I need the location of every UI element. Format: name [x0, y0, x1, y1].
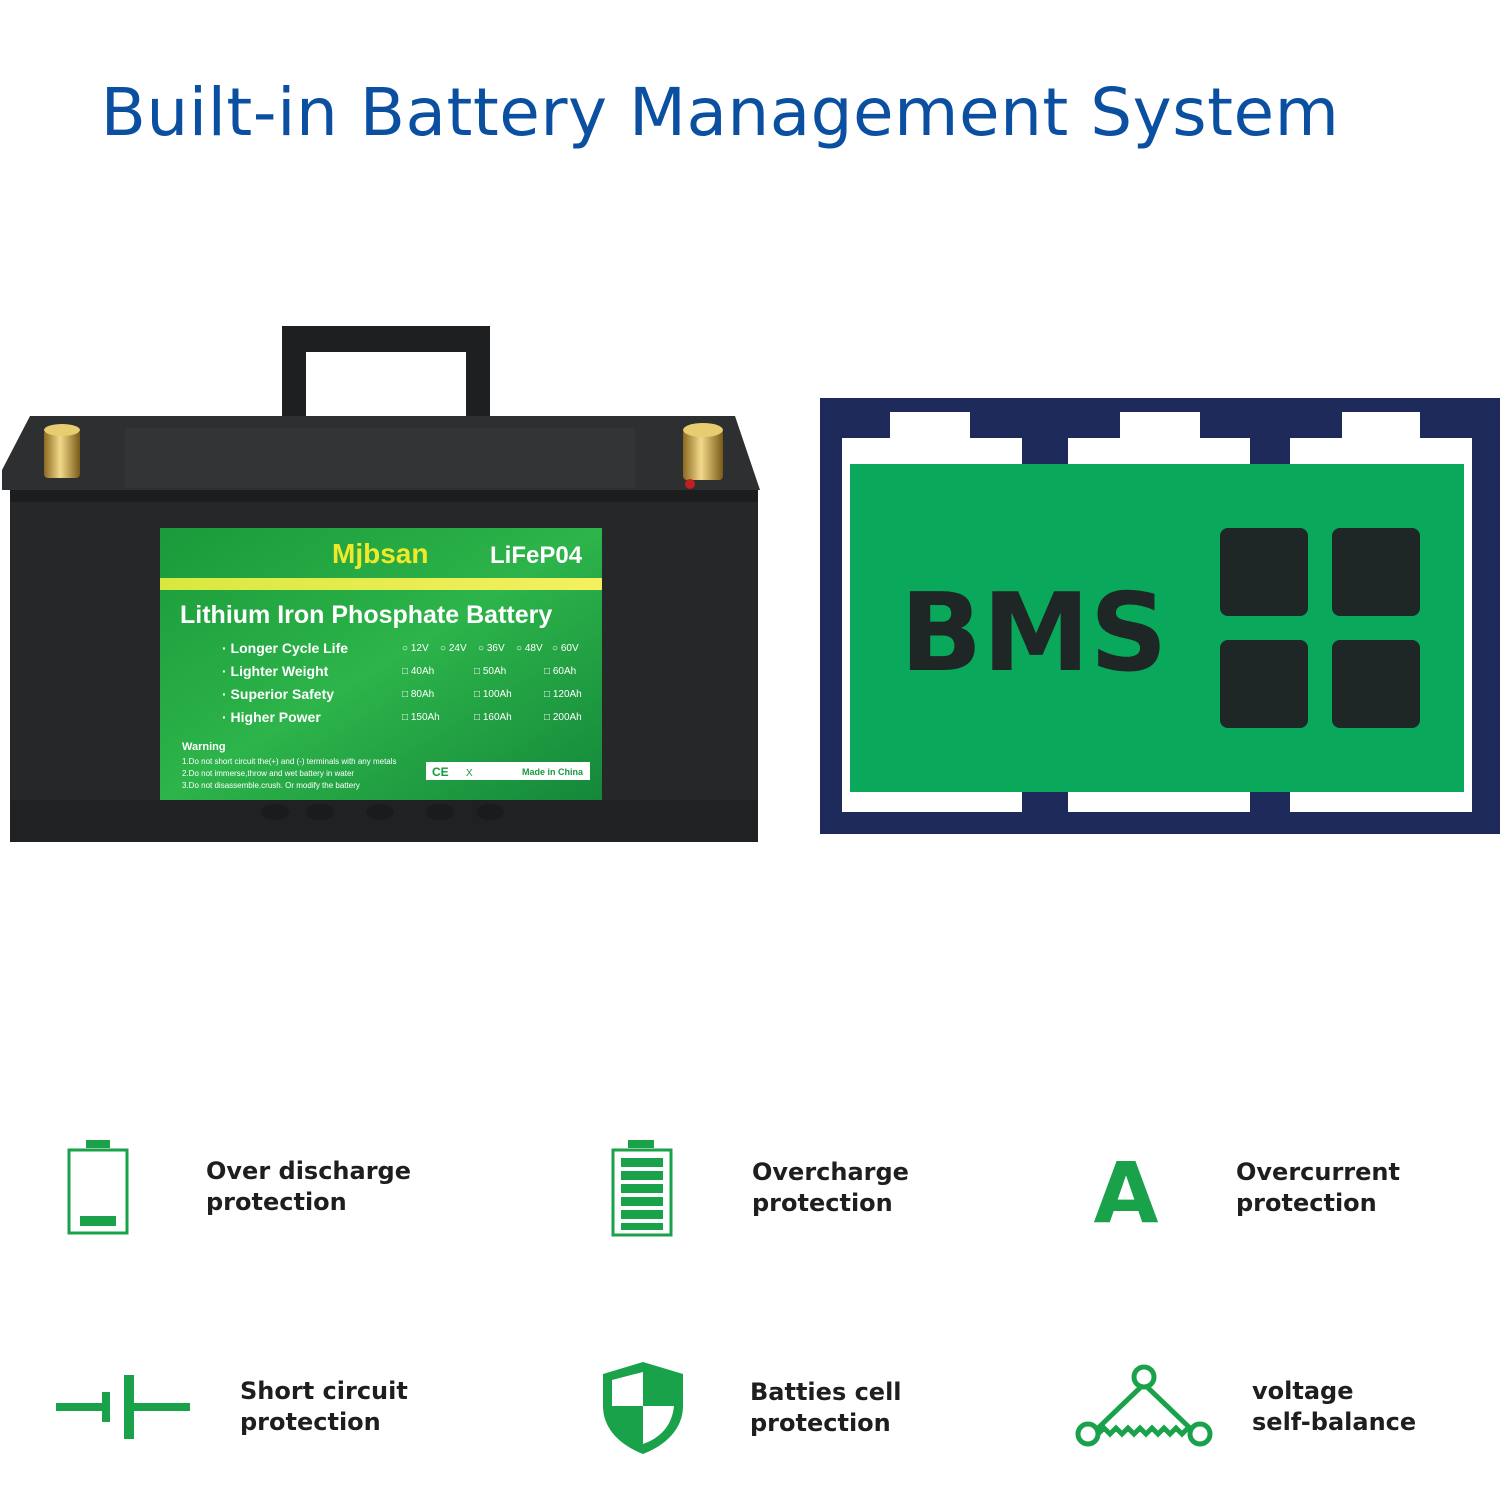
page-title: Built-in Battery Management System — [100, 74, 1340, 152]
label-origin: Made in China — [522, 767, 584, 777]
feature-subtitle: protection — [206, 1188, 347, 1216]
battery-low-icon — [67, 1140, 129, 1235]
feature-subtitle: self-balance — [1252, 1408, 1417, 1436]
ampere-icon: A — [1094, 1148, 1158, 1228]
feature-voltage-balance: voltage self-balance — [1074, 1364, 1416, 1450]
label-voltage: ○ 60V — [552, 643, 579, 654]
label-brand: Mjbsan — [332, 538, 428, 569]
label-bullet: · Superior Safety — [222, 686, 334, 702]
feature-title: Over discharge — [206, 1157, 412, 1185]
battery-full-icon — [611, 1140, 673, 1237]
feature-title: Short circuit — [240, 1377, 408, 1405]
shield-icon — [603, 1362, 683, 1454]
label-model: LiFeP04 — [490, 542, 583, 569]
label-voltage: ○ 12V — [402, 643, 429, 654]
battery-label: Mjbsan LiFeP04 Lithium Iron Phosphate Ba… — [160, 528, 602, 800]
label-voltage: ○ 24V — [440, 643, 467, 654]
feature-title: Overcharge — [752, 1158, 909, 1186]
positive-terminal — [683, 423, 723, 489]
bms-label: BMS — [900, 571, 1168, 696]
feature-title: Overcurrent — [1236, 1158, 1400, 1186]
label-capacity: □ 60Ah — [544, 666, 576, 677]
negative-terminal — [44, 424, 80, 478]
feature-over-discharge: Over discharge protection — [66, 1138, 411, 1236]
chip-icon — [1220, 528, 1420, 728]
label-bullet: · Higher Power — [222, 709, 321, 725]
feature-subtitle: protection — [240, 1408, 381, 1436]
label-capacity: □ 100Ah — [474, 689, 512, 700]
label-bullet: · Lighter Weight — [222, 663, 329, 679]
label-warning-line: 3.Do not disassemble.crush. Or modify th… — [182, 781, 360, 790]
label-bullet: · Longer Cycle Life — [222, 640, 348, 656]
label-voltage: ○ 36V — [478, 643, 505, 654]
label-capacity: □ 40Ah — [402, 666, 434, 677]
feature-title: Batties cell — [750, 1378, 902, 1406]
feature-overcharge: Overcharge protection — [610, 1138, 909, 1238]
battery-handle — [282, 326, 490, 430]
short-circuit-icon — [56, 1375, 190, 1439]
bms-graphic: BMS — [820, 398, 1500, 834]
feature-cell-protection: Batties cell protection — [600, 1360, 902, 1456]
label-heading: Lithium Iron Phosphate Battery — [180, 601, 552, 629]
label-warning-line: 1.Do not short circuit the(+) and (-) te… — [182, 757, 397, 766]
feature-overcurrent: A Overcurrent protection — [1094, 1148, 1400, 1228]
label-capacity: □ 80Ah — [402, 689, 434, 700]
battery-image: Mjbsan LiFeP04 Lithium Iron Phosphate Ba… — [2, 326, 760, 842]
label-capacity: □ 50Ah — [474, 666, 506, 677]
recycle-bin-icon: X — [466, 768, 473, 779]
feature-short-circuit: Short circuit protection — [56, 1372, 408, 1442]
label-capacity: □ 120Ah — [544, 689, 582, 700]
feature-subtitle: protection — [752, 1189, 893, 1217]
feature-title: voltage — [1252, 1377, 1354, 1405]
balance-triangle-icon — [1075, 1364, 1213, 1447]
label-capacity: □ 160Ah — [474, 712, 512, 723]
label-capacity: □ 150Ah — [402, 712, 440, 723]
label-capacity: □ 200Ah — [544, 712, 582, 723]
ce-mark: CE — [432, 765, 449, 779]
label-warning-line: 2.Do not immerse,throw and wet battery i… — [182, 769, 354, 778]
label-warning-title: Warning — [182, 741, 226, 753]
svg-text:A: A — [1094, 1148, 1158, 1228]
feature-subtitle: protection — [1236, 1189, 1377, 1217]
label-voltage: ○ 48V — [516, 643, 543, 654]
feature-subtitle: protection — [750, 1409, 891, 1437]
